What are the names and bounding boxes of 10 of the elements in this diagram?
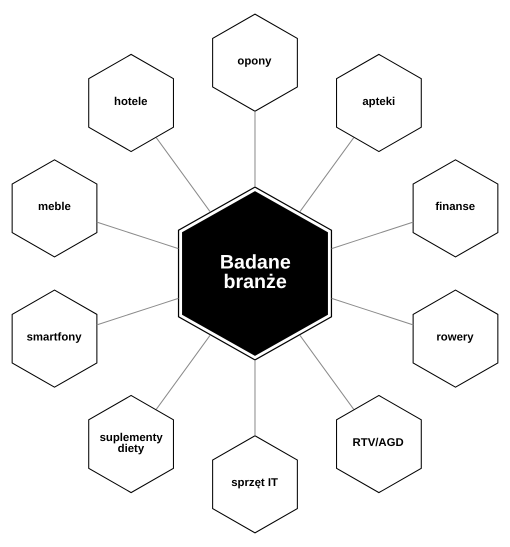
connector (156, 334, 211, 410)
connector (331, 222, 414, 250)
connector (254, 111, 256, 187)
connector (331, 298, 414, 326)
connector (156, 137, 211, 212)
connector (254, 360, 256, 436)
connector (299, 137, 354, 212)
connector (299, 334, 354, 410)
connector (96, 222, 179, 250)
connector (96, 298, 179, 326)
